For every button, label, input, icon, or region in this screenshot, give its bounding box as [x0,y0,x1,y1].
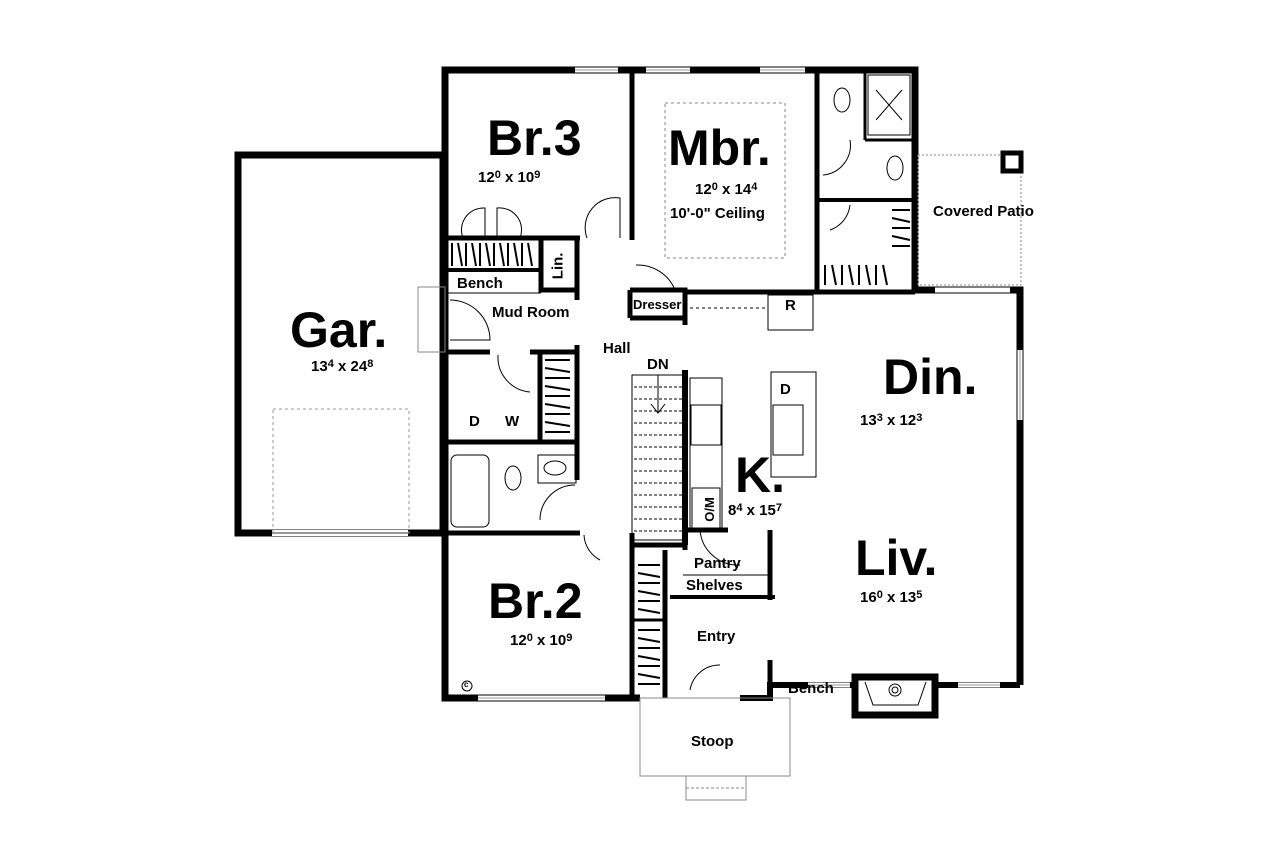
oven-microwave-label: O/M [701,497,717,522]
room-dims-kitchen: 84 x 157 [728,502,782,519]
room-name-garage: Gar. [290,302,388,358]
room-name-br3: Br.3 [487,110,582,166]
dryer-label: D [469,413,480,430]
copyright-label: c [464,680,469,689]
room-dims-mbr: 120 x 144 [695,181,758,198]
covered-patio-label: Covered Patio [933,203,1034,220]
room-name-br2: Br.2 [488,573,583,629]
garage-door-swing [272,408,410,534]
mbr-ceiling-note: 10'-0" Ceiling [670,205,765,222]
stair-down-label: DN [647,356,669,373]
room-name-living: Liv. [855,530,938,586]
refrigerator-label: R [785,297,796,314]
shelves-label: Shelves [686,577,743,594]
dresser-label: Dresser [633,297,682,312]
copyright-mark [461,680,473,692]
washer-label: W [505,413,520,430]
linen-closet-label: Lin. [549,252,567,280]
bench-label-living: Bench [788,680,834,697]
stoop-label: Stoop [691,733,734,750]
bench-label-mudroom: Bench [457,275,503,292]
room-name-mbr: Mbr. [668,120,771,176]
mud-room-label: Mud Room [492,304,570,321]
room-name-dining: Din. [883,349,978,405]
room-dims-dining: 133 x 123 [860,412,923,429]
room-dims-garage: 134 x 248 [311,358,374,375]
room-dims-br2: 120 x 109 [510,632,573,649]
room-name-kitchen: K. [735,447,785,503]
hall-label: Hall [603,340,631,357]
entry-label: Entry [697,628,736,645]
dishwasher-label: D [780,381,791,398]
pantry-label: Pantry [694,555,741,572]
fireplace [851,673,939,719]
room-dims-br3: 120 x 109 [478,169,541,186]
room-dims-living: 160 x 135 [860,589,923,606]
